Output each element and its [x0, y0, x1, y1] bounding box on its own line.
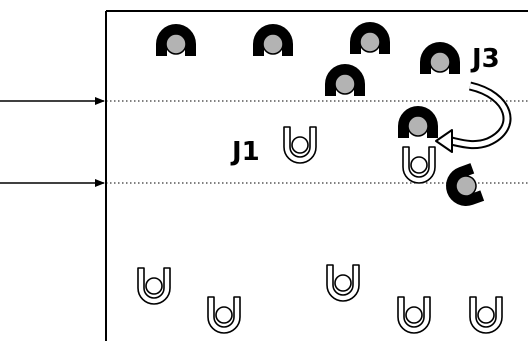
open-cup-target [402, 146, 436, 184]
dark-horseshoe-2 [252, 23, 294, 57]
dark-horseshoe-4 [324, 63, 366, 97]
open-cup-3 [326, 264, 360, 302]
open-cup-4 [397, 296, 431, 334]
open-cup-5 [469, 296, 503, 334]
dark-horseshoe-3 [349, 21, 391, 55]
open-cup-1 [137, 267, 171, 305]
dark-horseshoe-6 [397, 105, 439, 139]
dark-horseshoe-7 [439, 162, 485, 213]
dark-horseshoe-1 [155, 23, 197, 57]
label-j1: J1 [230, 137, 260, 167]
dark-horseshoe-5 [419, 41, 461, 75]
label-j3: J3 [470, 44, 500, 74]
rotation-arrow-inner [445, 83, 510, 148]
open-cup-2 [207, 296, 241, 334]
open-cup-j1 [283, 126, 317, 164]
rotation-arrow-head [435, 129, 453, 153]
